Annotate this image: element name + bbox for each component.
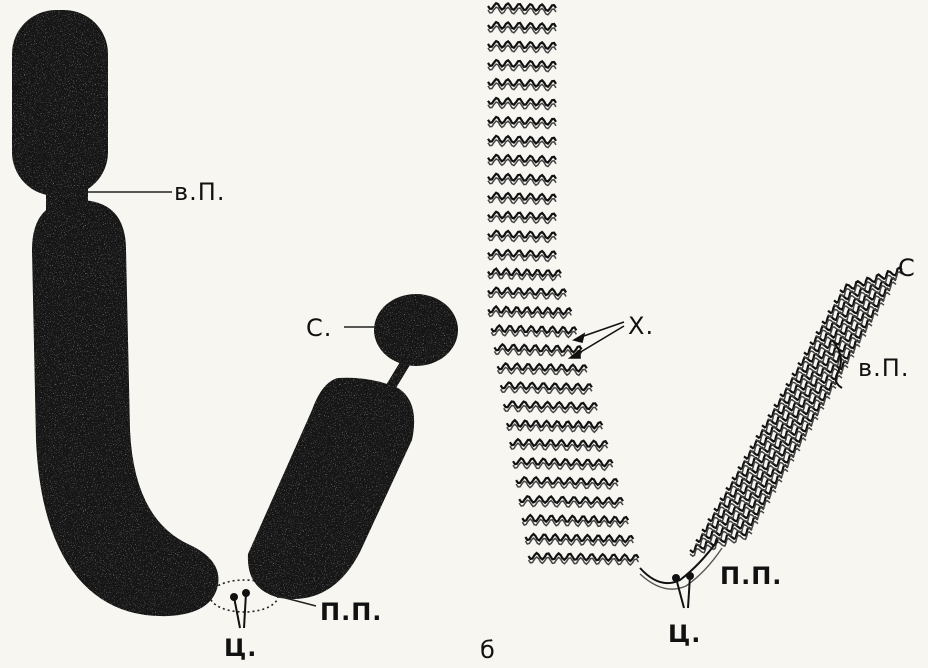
long-chromosome-upper-segment — [12, 10, 108, 196]
label-secondary-constriction-left: в.П. — [174, 178, 225, 206]
label-satellite-left: С. — [306, 314, 332, 342]
chromonema-coils — [488, 3, 902, 565]
centromere-region-right — [640, 540, 722, 608]
panel-letter-b: б — [480, 636, 496, 664]
left-chromosome-diagram — [12, 10, 458, 616]
chromonemata-pointers — [570, 322, 624, 358]
label-satellite-right: С — [898, 254, 916, 282]
label-secondary-constriction-right: в.П. — [858, 354, 909, 382]
label-centromere-left: Ц. — [224, 634, 257, 662]
label-primary-constriction-left: П.П. — [320, 598, 382, 626]
long-chromosome-main-body — [32, 200, 218, 616]
label-primary-constriction-right: П.П. — [720, 562, 782, 590]
label-chromonemata: Х. — [628, 312, 654, 340]
label-centromere-right: Ц. — [668, 620, 701, 648]
short-chromosome-body — [248, 378, 414, 599]
satellite-body — [374, 294, 458, 366]
